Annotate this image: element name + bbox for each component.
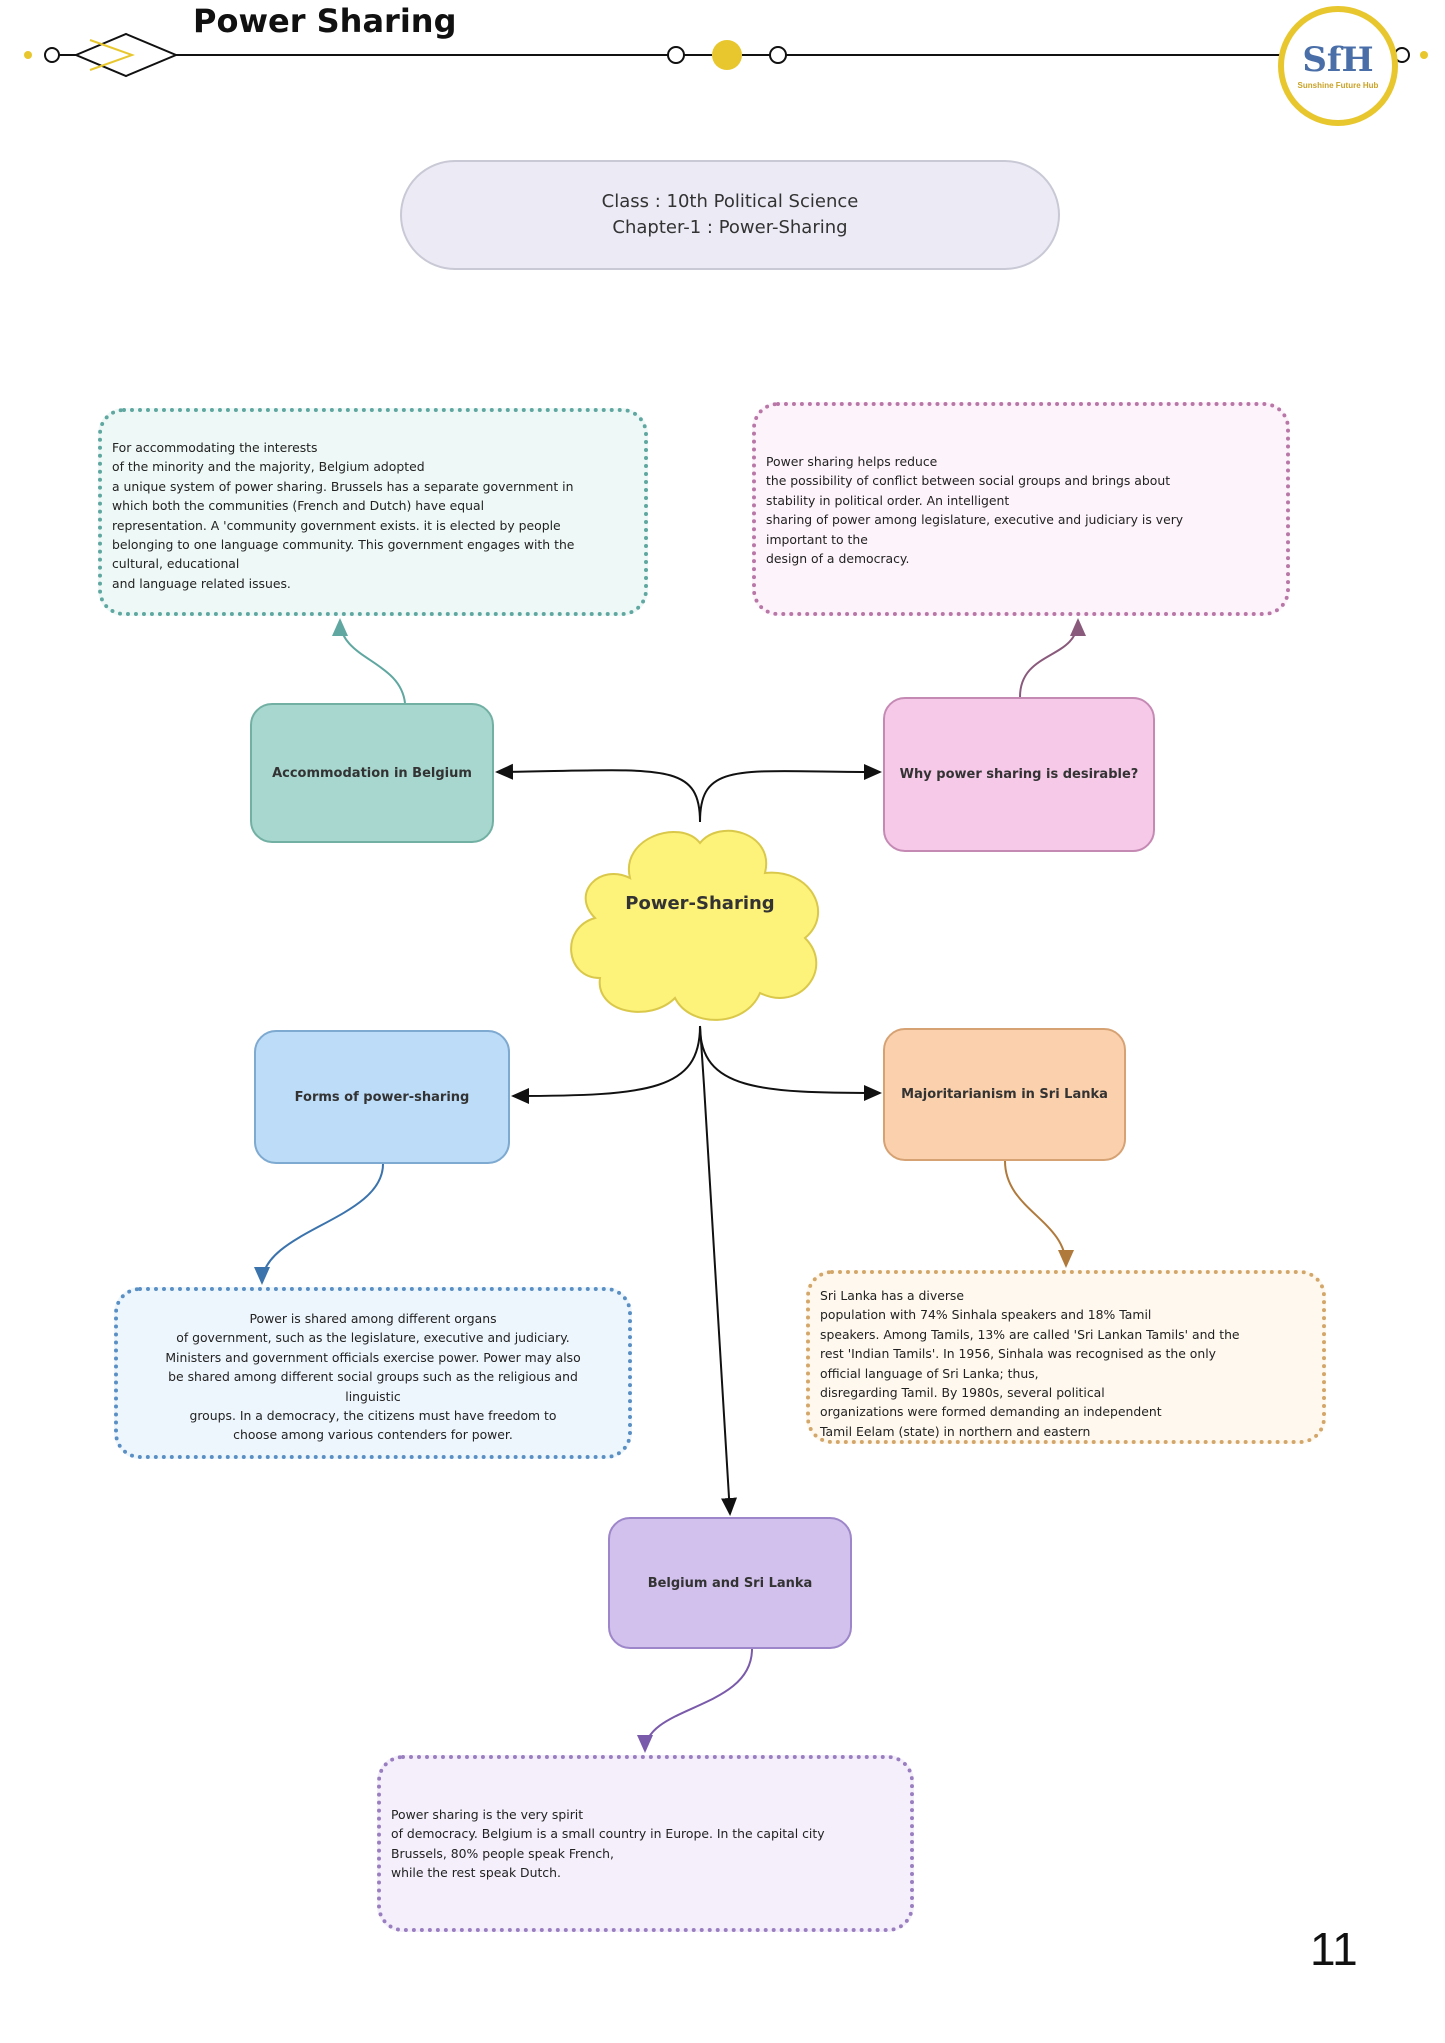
logo-mark: SfH bbox=[1302, 39, 1374, 80]
detail-line: stability in political order. An intelli… bbox=[766, 492, 1010, 508]
detail-line: speakers. Among Tamils, 13% are called '… bbox=[820, 1326, 1240, 1342]
detail-box-major: Sri Lanka has a diverse population with … bbox=[806, 1270, 1326, 1444]
detail-line: the possibility of conflict between soci… bbox=[766, 473, 1171, 489]
detail-line: official language of Sri Lanka; thus, bbox=[820, 1365, 1039, 1381]
detail-box-belgium: For accommodating the interests of the m… bbox=[98, 408, 648, 616]
edge-center-forms bbox=[511, 1025, 701, 1104]
chapter-title-pill: Class : 10th Political Science Chapter-1… bbox=[400, 160, 1060, 270]
detail-line: For accommodating the interests bbox=[112, 440, 318, 455]
edge-center-belgium bbox=[495, 763, 701, 823]
detail-line: linguistic bbox=[345, 1388, 401, 1404]
detail-box-forms: Power is shared among different organs o… bbox=[114, 1287, 632, 1459]
edge-bs-detail bbox=[637, 1648, 753, 1753]
central-label: Power-Sharing bbox=[625, 893, 775, 914]
edge-belgium-detail bbox=[332, 618, 406, 704]
detail-line: design of a democracy. bbox=[766, 551, 910, 567]
logo-text: Sunshine Future Hub bbox=[1297, 80, 1379, 90]
topic-belgium-srilanka: Belgium and Sri Lanka bbox=[608, 1517, 852, 1649]
topic-why-desirable: Why power sharing is desirable? bbox=[883, 697, 1155, 852]
detail-line: organizations were formed demanding an i… bbox=[820, 1404, 1162, 1420]
detail-line: rest 'Indian Tamils'. In 1956, Sinhala w… bbox=[820, 1346, 1217, 1362]
detail-line: Brussels, 80% people speak French, bbox=[391, 1845, 614, 1861]
detail-line: Ministers and government officials exerc… bbox=[165, 1349, 581, 1365]
detail-line: be shared among different social groups … bbox=[168, 1369, 578, 1385]
detail-line: of government, such as the legislature, … bbox=[176, 1330, 570, 1346]
edge-center-bs bbox=[699, 1025, 738, 1516]
detail-line: groups. In a democracy, the citizens mus… bbox=[189, 1408, 557, 1424]
central-cloud bbox=[570, 829, 819, 1021]
detail-line: while the rest speak Dutch. bbox=[391, 1865, 561, 1881]
detail-line: a unique system of power sharing. Brusse… bbox=[112, 478, 574, 494]
detail-line: Tamil Eelam (state) in northern and east… bbox=[820, 1423, 1091, 1439]
detail-line: and language related issues. bbox=[112, 575, 291, 591]
brand-logo: SfH Sunshine Future Hub bbox=[1278, 6, 1398, 126]
detail-line: choose among various contenders for powe… bbox=[233, 1427, 513, 1443]
detail-line: which both the communities (French and D… bbox=[112, 498, 485, 514]
detail-line: Power sharing is the very spirit bbox=[391, 1807, 584, 1822]
detail-line: Power is shared among different organs bbox=[249, 1311, 497, 1326]
edge-center-major bbox=[699, 1025, 882, 1101]
header-title: Power Sharing bbox=[193, 2, 457, 40]
topic-accommodation-belgium: Accommodation in Belgium bbox=[250, 703, 494, 843]
detail-line: belonging to one language community. Thi… bbox=[112, 537, 575, 553]
edge-desirable-detail bbox=[1019, 618, 1086, 698]
detail-box-desirable: Power sharing helps reduce the possibili… bbox=[752, 402, 1290, 616]
detail-line: representation. A 'community government … bbox=[112, 517, 561, 533]
edge-forms-detail bbox=[254, 1163, 384, 1285]
detail-line: sharing of power among legislature, exec… bbox=[766, 512, 1184, 528]
detail-line: cultural, educational bbox=[112, 556, 240, 572]
detail-line: population with 74% Sinhala speakers and… bbox=[820, 1307, 1152, 1323]
detail-line: of the minority and the majority, Belgiu… bbox=[112, 459, 425, 475]
topic-majoritarianism: Majoritarianism in Sri Lanka bbox=[883, 1028, 1126, 1161]
edge-major-detail bbox=[1004, 1160, 1074, 1268]
detail-line: Sri Lanka has a diverse bbox=[820, 1288, 964, 1303]
detail-line: Power sharing helps reduce bbox=[766, 454, 938, 469]
detail-line: of democracy. Belgium is a small country… bbox=[391, 1826, 825, 1842]
detail-box-bs: Power sharing is the very spirit of demo… bbox=[377, 1755, 914, 1932]
edge-center-desirable bbox=[699, 763, 882, 823]
detail-line: important to the bbox=[766, 531, 868, 547]
page-number: 11 bbox=[1310, 1923, 1358, 1975]
topic-forms: Forms of power-sharing bbox=[254, 1030, 510, 1164]
class-label: Class : 10th Political Science bbox=[601, 191, 859, 212]
detail-line: disregarding Tamil. By 1980s, several po… bbox=[820, 1385, 1105, 1401]
chapter-label: Chapter-1 : Power-Sharing bbox=[612, 217, 848, 238]
